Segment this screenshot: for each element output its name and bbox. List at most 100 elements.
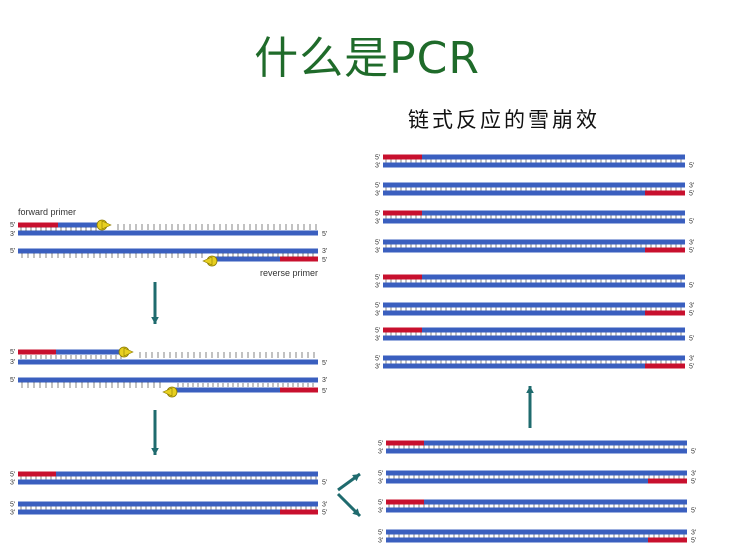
three-prime-label: 3' [378,479,383,486]
polymerase-arrowhead [162,387,173,397]
five-prime-label: 5' [10,248,15,255]
three-prime-label: 3' [10,359,15,366]
three-prime-label: 3' [375,336,380,343]
strand-end-label: 5' [691,538,696,545]
three-prime-label: 3' [375,248,380,255]
dna-strand-bottom [383,218,685,224]
down-arrow-2-head [151,447,159,455]
diagram-subtitle: 链式反应的雪崩效 [408,108,600,132]
strand-end-label: 5' [691,449,696,456]
primer-segment [386,499,424,505]
three-prime-label: 3' [378,538,383,545]
five-prime-label: 5' [375,303,380,310]
dna-strand-bottom [383,310,685,316]
three-prime-label: 3' [378,449,383,456]
branch-arrow-up-head [352,474,360,482]
three-prime-label: 3' [375,364,380,371]
five-prime-label: 5' [375,328,380,335]
five-prime-label: 5' [10,472,15,479]
strand-end-label: 5' [322,510,327,517]
three-prime-label: 3' [10,231,15,238]
five-prime-label: 5' [10,349,15,356]
dna-strand-top [383,274,685,280]
primer-segment [383,210,422,216]
five-prime-label: 5' [322,360,327,367]
strand-end-label: 3' [689,356,694,363]
strand-end-label: 5' [689,219,694,226]
dna-strand-top [383,182,685,188]
strand-end-label: 5' [689,283,694,290]
strand-end-label: 5' [689,163,694,170]
up-arrow-head [526,386,534,394]
polymerase-arrowhead [202,256,213,266]
five-prime-label: 5' [10,222,15,229]
dna-strand-bottom [383,247,685,253]
three-prime-label: 3' [375,283,380,290]
strand-end-label: 5' [691,508,696,515]
three-prime-label: 3' [10,480,15,487]
branch-arrow-down-head [352,508,360,516]
three-prime-label: 3' [375,311,380,318]
dna-strand-top [383,239,685,245]
template-strand-2 [18,248,318,254]
reverse-primer-label: reverse primer [260,268,319,278]
down-arrow-1-head [151,316,159,324]
primer-segment [383,327,422,333]
extending-strand-1 [58,222,100,228]
dna-strand-bottom [18,509,318,515]
dna-strand-top [386,470,687,476]
primer-segment [18,471,56,477]
three-prime-label: 3' [375,163,380,170]
primer-segment [386,440,424,446]
primer-segment [645,190,685,196]
extending-strand-2 [215,256,318,262]
dna-strand-top [386,499,687,505]
strand-end-label: 3' [689,303,694,310]
dna-strand-bottom [383,162,685,168]
dna-strand-bottom [383,335,685,341]
polymerase-arrowhead [101,220,112,230]
five-prime-label: 5' [375,155,380,162]
dna-strand-top [18,471,318,477]
polymerase-arrowhead [123,347,134,357]
extending-strand-3 [56,349,122,355]
dna-strand-top [383,210,685,216]
three-prime-label: 3' [322,377,327,384]
primer-segment [383,154,422,160]
five-prime-label: 5' [322,257,327,264]
dna-strand-bottom [383,190,685,196]
three-prime-label: 3' [375,191,380,198]
five-prime-label: 5' [375,240,380,247]
dna-strand-bottom [386,448,687,454]
primer-segment [383,274,422,280]
template-strand-1 [18,230,318,236]
dna-strand-bottom [386,537,687,543]
page-title: 什么是PCR [254,33,480,84]
template-strand-3 [18,359,318,365]
strand-end-label: 3' [691,530,696,537]
three-prime-label: 3' [378,508,383,515]
strand-end-label: 3' [689,240,694,247]
extending-strand-4 [175,387,318,393]
primer-segment [645,310,685,316]
strand-end-label: 5' [689,191,694,198]
five-prime-label: 5' [10,502,15,509]
five-prime-label: 5' [378,441,383,448]
dna-strand-top [383,327,685,333]
strand-end-label: 3' [691,471,696,478]
five-prime-label: 5' [322,388,327,395]
primer-segment [280,509,318,515]
strand-end-label: 5' [689,364,694,371]
primer-segment [280,387,318,393]
primer-segment [18,222,58,228]
three-prime-label: 3' [10,510,15,517]
five-prime-label: 5' [375,275,380,282]
strand-end-label: 3' [322,502,327,509]
primer-segment [645,247,685,253]
template-strand-4 [18,377,318,383]
strand-end-label: 5' [689,248,694,255]
dna-strand-bottom [383,282,685,288]
five-prime-label: 5' [322,231,327,238]
primer-segment [18,349,56,355]
